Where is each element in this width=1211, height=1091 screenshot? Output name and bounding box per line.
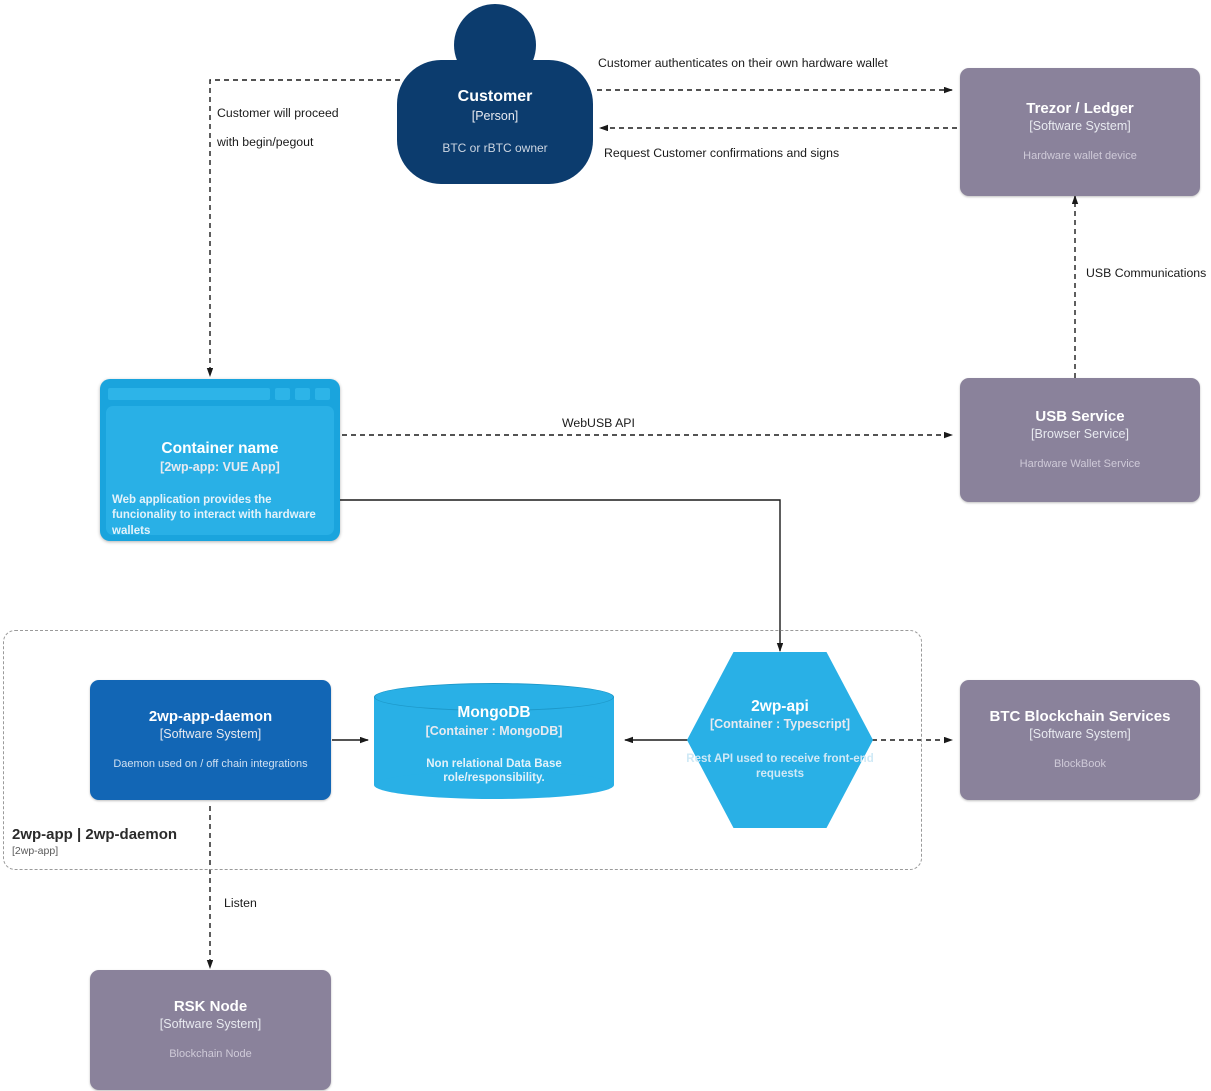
node-2wp-api-name: 2wp-api bbox=[751, 697, 809, 715]
node-btc-blockchain-services-name: BTC Blockchain Services bbox=[989, 708, 1171, 725]
node-trezor-ledger-name: Trezor / Ledger bbox=[1026, 100, 1134, 117]
node-mongodb-name: MongoDB bbox=[457, 704, 531, 722]
node-mongodb-desc: Non relational Data Base role/responsibi… bbox=[426, 758, 562, 785]
edge-label-trezor-to-customer: Request Customer confirmations and signs bbox=[604, 146, 840, 160]
node-2wp-api-desc: Rest API used to receive front-end reque… bbox=[686, 753, 874, 781]
node-mongodb[interactable]: MongoDB [Container : MongoDB] Non relati… bbox=[374, 683, 614, 799]
node-btc-blockchain-services-tech: [Software System] bbox=[1029, 727, 1131, 742]
node-vue-app-desc: Web application provides the funcionalit… bbox=[112, 493, 316, 537]
boundary-name: 2wp-app | 2wp-daemon bbox=[12, 826, 178, 843]
edge-label-usb-communications: USB Communications bbox=[1086, 266, 1207, 280]
node-vue-app-name: Container name bbox=[161, 440, 279, 457]
node-2wp-api-tech: [Container : Typescript] bbox=[709, 717, 851, 732]
cylinder-body bbox=[374, 697, 614, 785]
node-trezor-ledger[interactable]: Trezor / Ledger [Software System] Hardwa… bbox=[960, 68, 1200, 196]
node-mongodb-text: MongoDB [Container : MongoDB] Non relati… bbox=[374, 683, 614, 799]
node-daemon[interactable]: 2wp-app-daemon [Software System] Daemon … bbox=[90, 680, 331, 800]
edge-label-customer-to-vueapp-line2: with begin/pegout bbox=[217, 135, 314, 149]
node-trezor-ledger-desc: Hardware wallet device bbox=[1023, 150, 1137, 163]
node-btc-blockchain-services[interactable]: BTC Blockchain Services [Software System… bbox=[960, 680, 1200, 800]
boundary-2wp-app bbox=[3, 630, 922, 870]
node-daemon-desc: Daemon used on / off chain integrations bbox=[113, 758, 308, 771]
node-customer-desc: BTC or rBTC owner bbox=[442, 141, 548, 156]
boundary-tech: [2wp-app] bbox=[12, 845, 59, 857]
node-trezor-ledger-tech: [Software System] bbox=[1029, 119, 1131, 134]
node-rsk-node-tech: [Software System] bbox=[159, 1017, 262, 1032]
node-usb-service-name: USB Service bbox=[1035, 408, 1125, 425]
node-daemon-name: 2wp-app-daemon bbox=[148, 708, 273, 725]
node-rsk-node[interactable]: RSK Node [Software System] Blockchain No… bbox=[90, 970, 331, 1090]
node-daemon-tech: [Software System] bbox=[159, 727, 262, 742]
edge-customer-to-vueapp bbox=[206, 79, 400, 377]
node-2wp-api[interactable]: 2wp-api [Container : Typescript] Rest AP… bbox=[686, 652, 874, 828]
node-vue-app-tech: [2wp-app: VUE App] bbox=[160, 459, 280, 474]
browser-address-field[interactable] bbox=[108, 387, 270, 400]
node-customer[interactable]: Customer [Person] BTC or rBTC owner bbox=[397, 4, 593, 184]
boundary-label: 2wp-app | 2wp-daemon [2wp-app] bbox=[12, 826, 177, 857]
edge-label-webusb-api: WebUSB API bbox=[562, 416, 635, 430]
cylinder-bottom bbox=[374, 771, 614, 799]
node-rsk-node-name: RSK Node bbox=[173, 998, 248, 1015]
person-body: Customer [Person] BTC or rBTC owner bbox=[397, 60, 593, 184]
node-btc-blockchain-services-desc: BlockBook bbox=[1054, 758, 1106, 771]
browser-control-icon-3[interactable] bbox=[315, 387, 330, 400]
browser-control-icon-1[interactable] bbox=[275, 387, 290, 400]
node-usb-service[interactable]: USB Service [Browser Service] Hardware W… bbox=[960, 378, 1200, 502]
node-rsk-node-desc: Blockchain Node bbox=[169, 1048, 252, 1061]
browser-content: Container name [2wp-app: VUE App] Web ap… bbox=[106, 406, 334, 537]
node-mongodb-tech: [Container : MongoDB] bbox=[425, 724, 563, 739]
node-customer-tech: [Person] bbox=[471, 109, 519, 124]
cylinder-top bbox=[374, 683, 614, 711]
node-vue-app[interactable]: Container name [2wp-app: VUE App] Web ap… bbox=[100, 379, 340, 541]
browser-control-icon-2[interactable] bbox=[295, 387, 310, 400]
node-usb-service-desc: Hardware Wallet Service bbox=[1019, 458, 1141, 471]
edge-label-listen: Listen bbox=[224, 896, 257, 910]
node-usb-service-tech: [Browser Service] bbox=[1031, 427, 1129, 442]
edge-label-customer-to-vueapp-line1: Customer will proceed bbox=[217, 106, 339, 120]
node-2wp-api-text: 2wp-api [Container : Typescript] Rest AP… bbox=[686, 652, 873, 828]
edge-vueapp-to-api bbox=[340, 499, 784, 652]
node-customer-name: Customer bbox=[457, 87, 533, 105]
edge-label-customer-to-trezor: Customer authenticates on their own hard… bbox=[598, 56, 888, 70]
browser-title-bar bbox=[106, 385, 334, 402]
